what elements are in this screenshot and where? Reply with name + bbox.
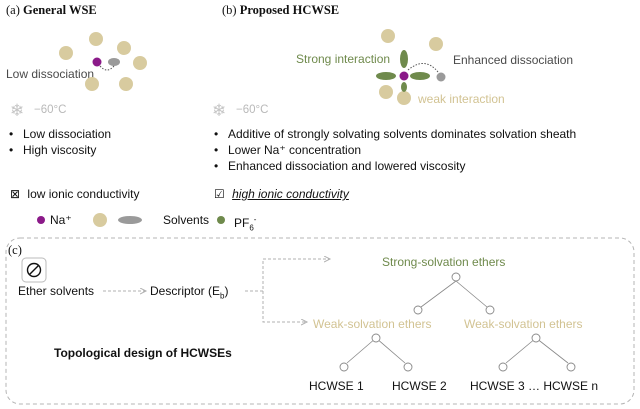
tree-node bbox=[498, 362, 508, 372]
na-ion bbox=[92, 57, 102, 67]
legend-na: Na⁺ bbox=[50, 213, 72, 227]
solvent-molecule bbox=[89, 32, 103, 46]
panel-a-bullet: •High viscosity bbox=[9, 143, 97, 157]
solvent-molecule bbox=[117, 41, 131, 55]
leaf-hcwse-3-to-n: HCWSE 3 … HCWSE n bbox=[470, 379, 599, 393]
low-conductivity-item: ⊠ low ionic conductivity bbox=[10, 187, 139, 201]
panel-b-cluster bbox=[376, 29, 446, 105]
panel-b-temperature: −60°C bbox=[236, 104, 269, 116]
snowflake-icon: ❄ bbox=[212, 101, 227, 120]
tree-edges bbox=[346, 280, 569, 364]
leaf-hcwse-1: HCWSE 1 bbox=[309, 379, 364, 393]
snowflake-icon: ❄ bbox=[10, 101, 25, 120]
leaf-hcwse-2: HCWSE 2 bbox=[392, 379, 447, 393]
panel-a-label: (a) bbox=[6, 3, 20, 17]
solvent-molecule bbox=[133, 56, 147, 70]
panel-b-label: (b) bbox=[222, 3, 237, 17]
solvent-gray bbox=[108, 58, 120, 66]
high-conductivity-text: high ionic conductivity bbox=[232, 187, 349, 201]
panel-a-temperature: −60°C bbox=[34, 104, 67, 116]
pf6-ellipse bbox=[410, 72, 430, 80]
solvent-gray bbox=[436, 72, 446, 82]
solvent-molecule bbox=[379, 85, 393, 99]
solvent-molecule bbox=[59, 46, 73, 60]
flow-arrow-branch bbox=[262, 291, 307, 322]
flow-arrow-branch bbox=[245, 259, 330, 292]
solvent-molecule bbox=[381, 29, 395, 43]
weak-interaction-label: weak interaction bbox=[418, 92, 505, 106]
panel-b-title: (b) Proposed HCWSE bbox=[222, 3, 339, 18]
legend-solvent-gray-swatch bbox=[118, 216, 142, 224]
solvent-molecule bbox=[397, 91, 411, 105]
panel-a-cluster bbox=[59, 32, 147, 91]
tree-node bbox=[566, 362, 576, 372]
low-conductivity-text: low ionic conductivity bbox=[27, 187, 140, 201]
panel-a-bullet: •Low dissociation bbox=[9, 127, 112, 141]
tree-node bbox=[403, 362, 413, 372]
solvent-molecule bbox=[119, 77, 133, 91]
tree-node bbox=[531, 333, 541, 343]
solvent-molecule bbox=[85, 77, 99, 91]
descriptor-label: Descriptor (Eb) bbox=[150, 284, 229, 301]
enhanced-dissociation-label: Enhanced dissociation bbox=[453, 53, 574, 67]
tree-nodes bbox=[339, 272, 576, 372]
pf6-ellipse bbox=[401, 82, 407, 92]
legend-pf6-swatch bbox=[217, 216, 225, 224]
na-ion bbox=[399, 71, 409, 81]
low-dissociation-label: Low dissociation bbox=[6, 67, 95, 81]
tree-node bbox=[485, 305, 495, 315]
strong-interaction-label: Strong interaction bbox=[296, 52, 391, 66]
legend-solvent-beige-swatch bbox=[93, 213, 107, 227]
tree-node bbox=[339, 362, 349, 372]
panel-b-title-text: Proposed HCWSE bbox=[239, 3, 340, 17]
pf6-ellipse bbox=[400, 50, 408, 68]
checked-box-icon: ☑ bbox=[214, 187, 225, 201]
panel-b-bullet: •Enhanced dissociation and lowered visco… bbox=[214, 159, 466, 173]
panel-b-bullet: •Lower Na⁺ concentration bbox=[214, 143, 362, 157]
legend-solvents: Solvents bbox=[163, 213, 210, 227]
dissociation-arc bbox=[99, 65, 115, 71]
tree-node bbox=[371, 333, 381, 343]
legend-na-swatch bbox=[37, 216, 45, 224]
high-conductivity-item: ☑ high ionic conductivity bbox=[214, 187, 349, 201]
crossed-box-icon: ⊠ bbox=[10, 187, 21, 201]
solvent-molecule bbox=[429, 37, 443, 51]
strong-solvation-ethers-label: Strong-solvation ethers bbox=[382, 255, 506, 269]
weak-solvation-ethers-right-label: Weak-solvation ethers bbox=[464, 317, 583, 331]
pf6-ellipse bbox=[376, 72, 396, 80]
weak-solvation-ethers-left-label: Weak-solvation ethers bbox=[313, 317, 432, 331]
panel-c-label: (c) bbox=[8, 243, 22, 257]
topological-design-label: Topological design of HCWSEs bbox=[54, 346, 232, 360]
tree-node bbox=[451, 272, 461, 282]
tree-node bbox=[413, 305, 423, 315]
dissociation-arc bbox=[407, 63, 439, 73]
legend-pf6: PF6- bbox=[234, 215, 257, 233]
panel-b-bullet: •Additive of strongly solvating solvents… bbox=[214, 127, 577, 141]
panel-a-title-text: General WSE bbox=[23, 3, 97, 17]
ether-solvents-label: Ether solvents bbox=[18, 284, 95, 298]
panel-c-frame bbox=[5, 237, 635, 405]
panel-a-title: (a) General WSE bbox=[6, 3, 97, 18]
ban-icon bbox=[21, 257, 47, 283]
